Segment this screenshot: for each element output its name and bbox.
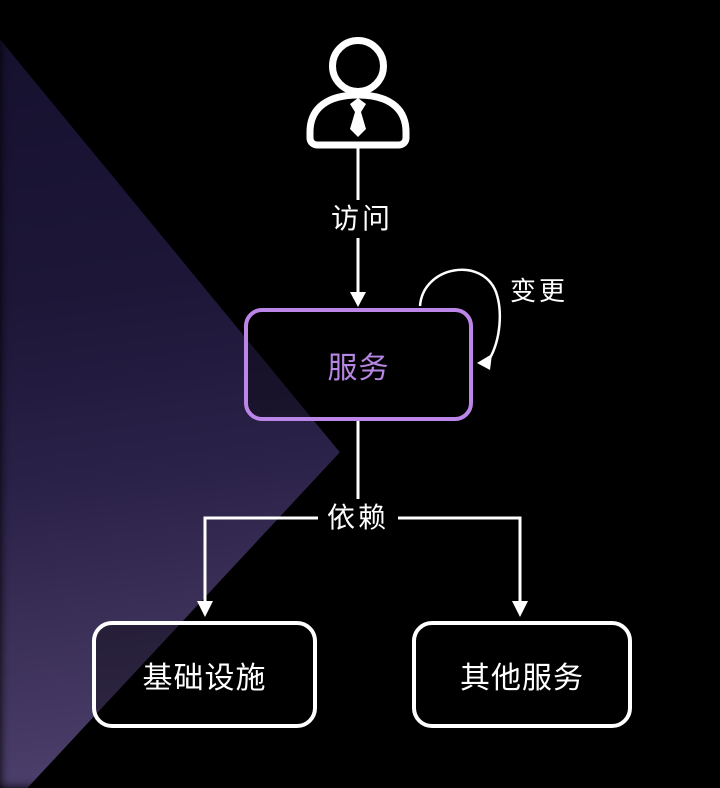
node-other-services: 其他服务	[412, 621, 632, 728]
change-arrowhead-icon	[477, 354, 492, 370]
edge-label-depends: 依赖	[317, 499, 399, 537]
change-loop-line	[418, 268, 502, 359]
user-icon	[306, 37, 410, 149]
user-icon-tie	[350, 98, 366, 137]
user-icon-body	[306, 91, 410, 149]
access-arrowhead-icon	[350, 292, 366, 307]
edge-label-access: 访问	[321, 200, 403, 238]
node-service-label: 服务	[327, 351, 390, 385]
node-service: 服务	[244, 308, 473, 421]
depends-left-arrowhead-icon	[197, 601, 213, 617]
user-icon-head	[329, 37, 387, 95]
edge-label-change: 变更	[509, 276, 569, 306]
node-infrastructure: 基础设施	[92, 621, 317, 728]
change-loop-edge	[418, 268, 502, 370]
node-infrastructure-label: 基础设施	[142, 661, 267, 695]
depends-right-arrowhead-icon	[512, 601, 528, 617]
node-other-services-label: 其他服务	[460, 661, 584, 695]
